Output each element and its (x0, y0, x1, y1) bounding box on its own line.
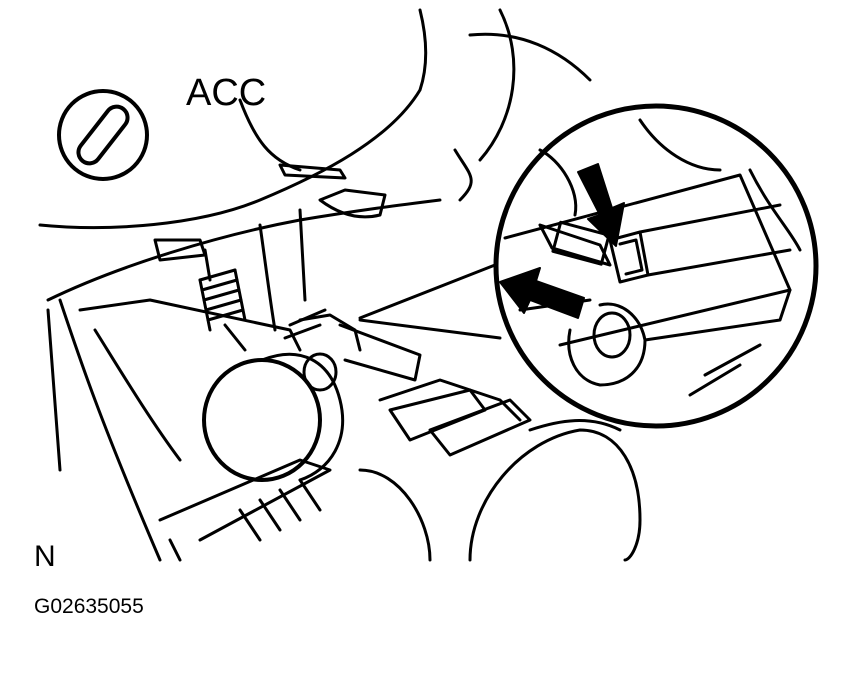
column-housing (78, 208, 532, 562)
steering-wheel-hub (468, 419, 642, 562)
callout-wedge (358, 263, 502, 340)
key-cylinder-slot-icon (57, 89, 149, 181)
push-arrow-icon (577, 163, 625, 247)
figure-number-label: G02635055 (34, 595, 144, 618)
corner-marker-label: N (34, 540, 56, 573)
ignition-position-label: ACC (186, 72, 267, 114)
slide-arrow-icon (499, 267, 585, 319)
spring-detail (198, 248, 247, 352)
dashboard-outline (38, 8, 592, 562)
zoom-detail-circle (493, 103, 819, 429)
